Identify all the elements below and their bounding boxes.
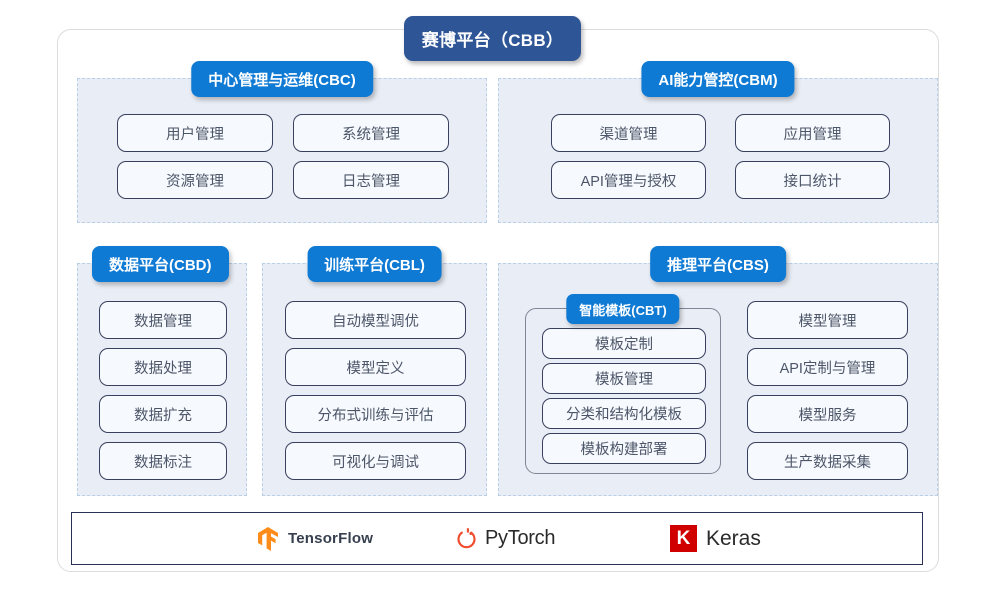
card-cbd-3[interactable]: 数据标注	[99, 442, 227, 480]
card-cbd-2[interactable]: 数据扩充	[99, 395, 227, 433]
card-cbc-3[interactable]: 日志管理	[293, 161, 449, 199]
framework-pytorch: PyTorch	[457, 527, 555, 550]
card-cbm-1[interactable]: 应用管理	[735, 114, 890, 152]
section-cbl-badge: 训练平台(CBL)	[307, 246, 442, 282]
card-cbt-0[interactable]: 模板定制	[542, 328, 706, 359]
keras-icon: K	[670, 525, 697, 552]
framework-keras: K Keras	[670, 525, 761, 552]
card-cbs-3[interactable]: 生产数据采集	[747, 442, 908, 480]
card-cbd-0[interactable]: 数据管理	[99, 301, 227, 339]
frameworks-bar: TensorFlow PyTorch K Keras	[71, 512, 923, 565]
card-cbm-3[interactable]: 接口统计	[735, 161, 890, 199]
card-cbc-1[interactable]: 系统管理	[293, 114, 449, 152]
section-cbm-badge: AI能力管控(CBM)	[641, 61, 795, 97]
card-cbt-1[interactable]: 模板管理	[542, 363, 706, 394]
keras-label: Keras	[706, 526, 761, 550]
card-cbs-1[interactable]: API定制与管理	[747, 348, 908, 386]
card-cbt-3[interactable]: 模板构建部署	[542, 433, 706, 464]
card-cbd-1[interactable]: 数据处理	[99, 348, 227, 386]
section-cbd: 数据平台(CBD) 数据管理 数据处理 数据扩充 数据标注	[77, 246, 247, 496]
section-cbs-badge: 推理平台(CBS)	[650, 246, 786, 282]
card-cbc-2[interactable]: 资源管理	[117, 161, 273, 199]
subpanel-cbt: 智能模板(CBT) 模板定制 模板管理 分类和结构化模板 模板构建部署	[525, 294, 721, 474]
section-cbc-badge: 中心管理与运维(CBC)	[191, 61, 373, 97]
card-cbm-2[interactable]: API管理与授权	[551, 161, 706, 199]
pytorch-icon	[457, 528, 476, 549]
card-cbm-0[interactable]: 渠道管理	[551, 114, 706, 152]
card-cbl-0[interactable]: 自动模型调优	[285, 301, 466, 339]
pytorch-label: PyTorch	[485, 527, 556, 549]
section-cbc: 中心管理与运维(CBC) 用户管理 系统管理 资源管理 日志管理	[77, 61, 487, 223]
section-cbl: 训练平台(CBL) 自动模型调优 模型定义 分布式训练与评估 可视化与调试	[262, 246, 487, 496]
platform-title-badge: 赛博平台（CBB）	[404, 16, 581, 61]
section-cbs: 推理平台(CBS) 智能模板(CBT) 模板定制 模板管理 分类和结构化模板 模…	[498, 246, 938, 496]
card-cbl-1[interactable]: 模型定义	[285, 348, 466, 386]
card-cbs-0[interactable]: 模型管理	[747, 301, 908, 339]
subpanel-cbt-badge: 智能模板(CBT)	[566, 294, 680, 324]
card-cbt-2[interactable]: 分类和结构化模板	[542, 398, 706, 429]
section-cbd-badge: 数据平台(CBD)	[92, 246, 229, 282]
framework-tensorflow: TensorFlow	[257, 526, 373, 552]
tensorflow-label: TensorFlow	[288, 530, 374, 547]
section-cbm: AI能力管控(CBM) 渠道管理 应用管理 API管理与授权 接口统计	[498, 61, 938, 223]
card-cbl-2[interactable]: 分布式训练与评估	[285, 395, 466, 433]
card-cbl-3[interactable]: 可视化与调试	[285, 442, 466, 480]
card-cbc-0[interactable]: 用户管理	[117, 114, 273, 152]
tensorflow-icon	[258, 526, 278, 551]
card-cbs-2[interactable]: 模型服务	[747, 395, 908, 433]
